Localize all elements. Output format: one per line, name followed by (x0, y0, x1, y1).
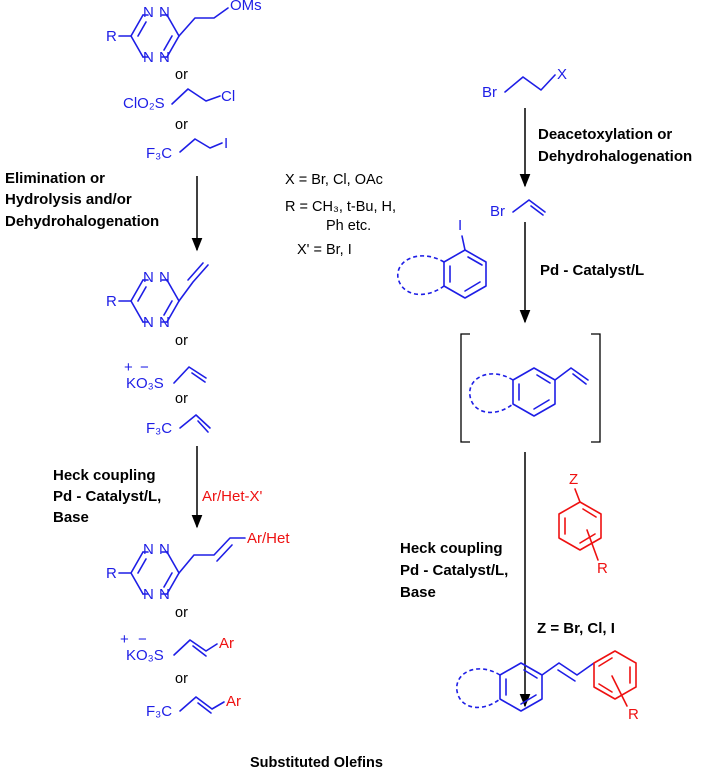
right-step1-condition: Deacetoxylation or (538, 126, 672, 143)
or-label: or (175, 605, 188, 621)
atom-br: Br (490, 203, 505, 220)
r-definition: Ph etc. (326, 218, 371, 234)
left-step1-condition: Hydrolysis and/or (5, 191, 132, 208)
clo2s-group: ClO₂S (123, 95, 165, 112)
or-label: or (175, 671, 188, 687)
or-label: or (175, 391, 188, 407)
or-label: or (175, 67, 188, 83)
atom-n: N (143, 314, 154, 331)
atom-r: R (106, 565, 117, 582)
atom-n: N (143, 49, 154, 66)
f3c-group: F₃C (146, 420, 172, 437)
r-definition: R = CH₃, t-Bu, H, (285, 199, 396, 215)
left-step2-condition: Heck coupling (53, 467, 156, 484)
atom-n: N (143, 4, 154, 21)
left-step2-reagent: Ar/Het-X' (202, 488, 263, 505)
atom-n: N (143, 269, 154, 286)
right-step2-condition: Pd - Catalyst/L (540, 262, 644, 279)
atom-br: Br (482, 84, 497, 101)
tetrazine-oms-molecule: N N N N R OMs (106, 0, 262, 66)
xprime-definition: X' = Br, I (297, 242, 352, 258)
atom-r: R (597, 560, 608, 577)
vinyl-tetrazine-molecule: N N N N R (106, 262, 209, 331)
atom-i: I (224, 135, 228, 152)
f3c-group: F₃C (146, 145, 172, 162)
atom-r: R (106, 293, 117, 310)
left-step1-condition: Elimination or (5, 170, 105, 187)
iodoarene-molecule: I (397, 217, 487, 299)
trifluoroiodopropane-molecule: F₃C I (146, 135, 228, 162)
ko3s-group: KO₃S (126, 375, 164, 392)
atom-n: N (159, 541, 170, 558)
atom-x: X (557, 66, 567, 83)
scheme-title: Substituted Olefins (250, 755, 383, 771)
atom-r: R (628, 706, 639, 723)
atom-n: N (159, 269, 170, 286)
aryl-halide-reagent: Z R (558, 471, 608, 577)
atom-z: Z (569, 471, 578, 488)
charge-plus: + (124, 359, 133, 376)
stilbene-product: R (456, 650, 639, 723)
right-step1-condition: Dehydrohalogenation (538, 148, 692, 165)
ko3s-group: KO₃S (126, 647, 164, 664)
trifluoro-styrene-product: F₃C Ar (146, 693, 241, 720)
charge-minus: − (140, 359, 149, 376)
atom-n: N (159, 314, 170, 331)
ar-het-group: Ar/Het (247, 530, 290, 547)
dihaloethane-molecule: Br X (482, 66, 567, 101)
ar-group: Ar (226, 693, 241, 710)
right-step3-condition: Heck coupling (400, 540, 503, 557)
left-step2-condition: Pd - Catalyst/L, (53, 488, 161, 505)
chloroethanesulfonyl-chloride-molecule: ClO₂S Cl (123, 88, 235, 112)
or-label: or (175, 117, 188, 133)
ar-group: Ar (219, 635, 234, 652)
atom-n: N (143, 541, 154, 558)
styrene-intermediate (460, 333, 601, 443)
styryl-tetrazine-product: N N N N R Ar/Het (106, 530, 290, 603)
atom-n: N (159, 4, 170, 21)
atom-n: N (159, 49, 170, 66)
atom-cl: Cl (221, 88, 235, 105)
vinyl-bromide-molecule: Br (490, 199, 546, 220)
right-step3-reagent: Z = Br, Cl, I (537, 620, 615, 637)
styrylsulfonate-product: + − KO₃S Ar (120, 631, 234, 664)
left-step1-condition: Dehydrohalogenation (5, 213, 159, 230)
oms-group: OMs (230, 0, 262, 14)
atom-i: I (458, 217, 462, 234)
trifluoropropene-molecule: F₃C (146, 414, 211, 437)
or-label: or (175, 333, 188, 349)
charge-plus: + (120, 631, 129, 648)
potassium-vinylsulfonate-molecule: + − KO₃S (124, 359, 207, 392)
left-step2-condition: Base (53, 509, 89, 526)
f3c-group: F₃C (146, 703, 172, 720)
charge-minus: − (138, 631, 147, 648)
atom-r: R (106, 28, 117, 45)
atom-n: N (143, 586, 154, 603)
right-step3-condition: Base (400, 584, 436, 601)
atom-n: N (159, 586, 170, 603)
x-definition: X = Br, Cl, OAc (285, 172, 383, 188)
right-step3-condition: Pd - Catalyst/L, (400, 562, 508, 579)
